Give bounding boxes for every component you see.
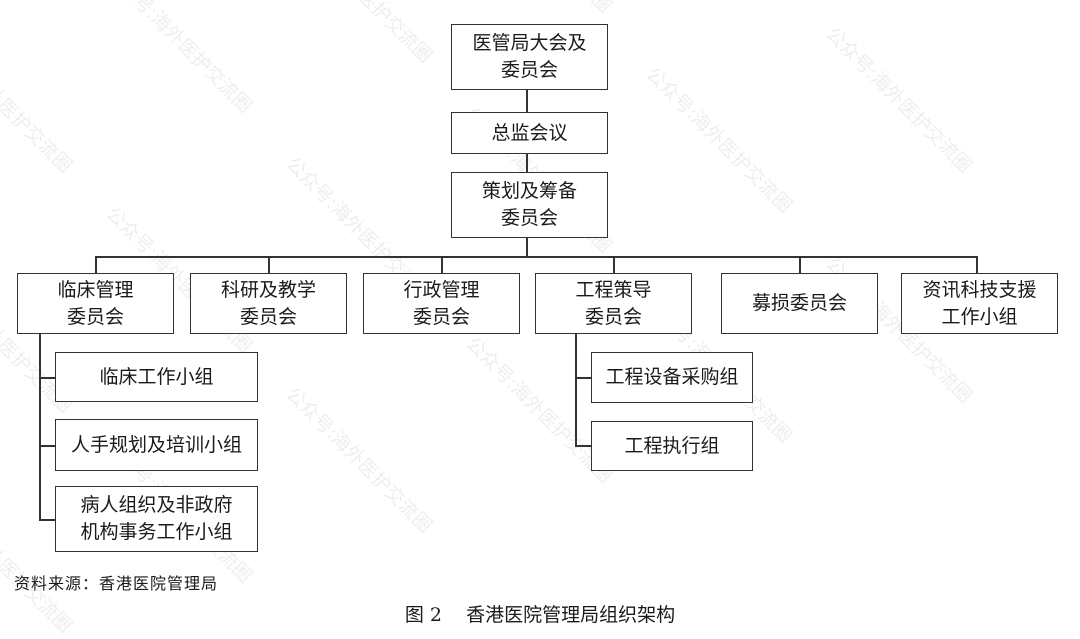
connector-bus-admin	[441, 256, 443, 273]
planning-line-1: 策划及筹备	[481, 180, 577, 202]
engineering-box: 工程策导 委员会	[535, 273, 692, 334]
eng-exec-box: 工程执行组	[591, 421, 753, 471]
engineering-line-1: 工程策导	[575, 278, 652, 301]
clinical-line-2: 委员会	[66, 305, 124, 328]
board-box: 医管局大会及 委员会	[451, 24, 608, 90]
connector-hr-wg	[39, 445, 55, 447]
research-line-1: 科研及教学	[220, 278, 316, 301]
connector-eng-exec	[575, 445, 591, 447]
research-line-2: 委员会	[239, 305, 297, 328]
admin-line-2: 委员会	[412, 305, 470, 328]
directors-line-1: 总监会议	[491, 121, 568, 144]
patient-wg-line-2: 机构事务工作小组	[80, 521, 233, 543]
fundraising-line-1: 募损委员会	[751, 292, 847, 314]
watermark-text: 公众号:海外医护交流圈	[641, 62, 797, 218]
eq-procurement-line-1: 工程设备采购组	[605, 366, 739, 388]
it-box: 资讯科技支援 工作小组	[901, 273, 1058, 334]
watermark-text: 公众号:海外医护交流圈	[101, 0, 257, 118]
connector-bus-fundraising	[799, 256, 801, 273]
watermark-text: 公众号:海外医护交流圈	[461, 0, 619, 18]
clinical-box: 临床管理 委员会	[17, 273, 174, 334]
connector-bus-clinical	[95, 256, 97, 273]
connector-board-directors	[526, 90, 528, 112]
watermark-text: 公众号:海外医护交流圈	[281, 382, 437, 538]
patient-wg-box: 病人组织及非政府 机构事务工作小组	[55, 486, 258, 552]
clinical-line-1: 临床管理	[57, 278, 134, 301]
board-line-1: 医管局大会及	[472, 32, 587, 54]
board-line-2: 委员会	[500, 59, 558, 81]
eng-exec-line-1: 工程执行组	[624, 434, 720, 457]
admin-box: 行政管理 委员会	[363, 273, 520, 334]
clinical-wg-box: 临床工作小组	[55, 352, 258, 402]
admin-line-1: 行政管理	[403, 278, 480, 301]
directors-box: 总监会议	[451, 112, 608, 154]
connector-bus-it	[976, 256, 978, 273]
connector-planning-bus	[526, 238, 528, 256]
connector-bus-research	[268, 256, 270, 273]
connector-clinical-trunk	[39, 334, 41, 520]
figure-caption: 图 2 香港医院管理局组织架构	[404, 604, 676, 626]
it-line-2: 工作小组	[941, 305, 1018, 328]
hr-wg-box: 人手规划及培训小组	[55, 419, 258, 471]
eq-procurement-box: 工程设备采购组	[591, 352, 753, 403]
connector-engineering-trunk	[575, 334, 577, 445]
planning-box: 策划及筹备 委员会	[451, 172, 608, 238]
watermark-text: 公众号:海外医护交流圈	[0, 22, 77, 178]
watermark-text: 公众号:海外医护交流圈	[821, 22, 977, 178]
planning-line-2: 委员会	[500, 207, 558, 229]
connector-clinical-wg	[39, 377, 55, 379]
connector-eq-procurement	[575, 377, 591, 379]
connector-patient-wg	[39, 519, 55, 521]
research-box: 科研及教学 委员会	[190, 273, 347, 334]
fundraising-box: 募损委员会	[721, 273, 878, 334]
connector-committee-bus	[95, 256, 976, 258]
engineering-line-2: 委员会	[584, 305, 642, 328]
connector-bus-engineering	[613, 256, 615, 273]
hr-wg-line-1: 人手规划及培训小组	[70, 433, 242, 456]
connector-directors-planning	[526, 154, 528, 172]
patient-wg-line-1: 病人组织及非政府	[80, 494, 233, 516]
source-note: 资料来源：香港医院管理局	[14, 574, 219, 593]
it-line-1: 资讯科技支援	[922, 278, 1037, 301]
watermark-text: 公众号:海外医护交流圈	[281, 0, 439, 68]
clinical-wg-line-1: 临床工作小组	[99, 365, 214, 388]
